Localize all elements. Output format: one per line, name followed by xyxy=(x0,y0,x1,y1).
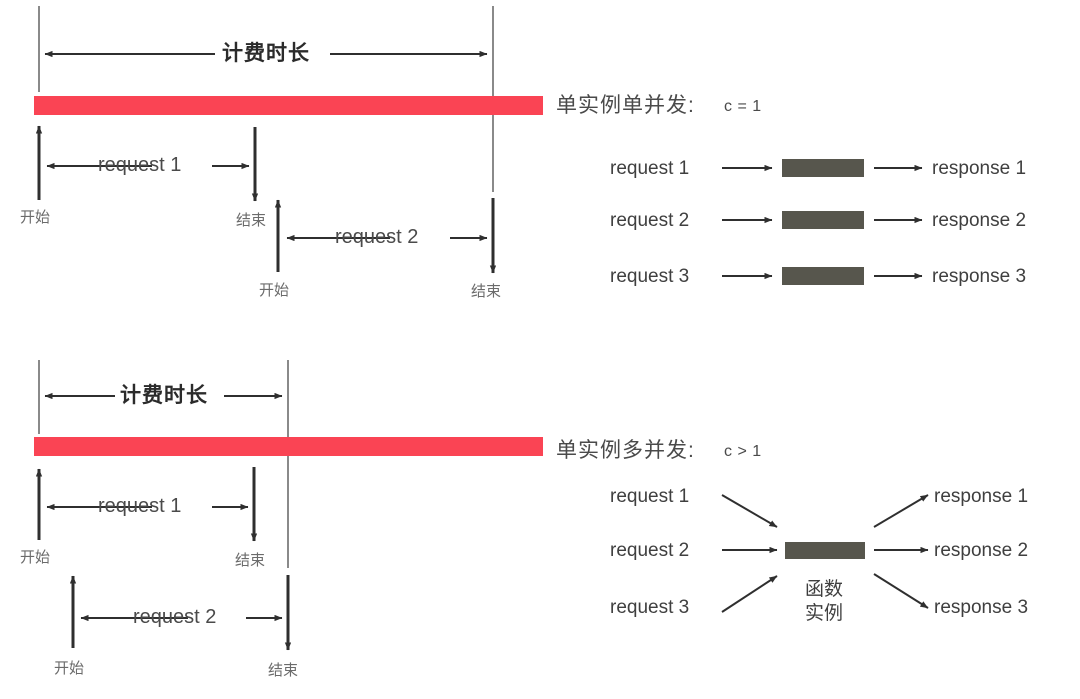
bottom-flow-request-3: request 3 xyxy=(610,597,690,618)
bottom-request2-label: request 2 xyxy=(133,606,217,628)
bottom-request1-start-label: 开始 xyxy=(20,549,51,566)
bottom-flow-request-2: request 2 xyxy=(610,540,690,561)
bottom-section-formula: c > 1 xyxy=(724,443,762,460)
bottom-request1-label: request 1 xyxy=(98,495,182,517)
bottom-request2-start-label: 开始 xyxy=(54,660,85,677)
billing-duration-bar-top xyxy=(34,96,543,115)
bottom-flow-request-1: request 1 xyxy=(610,486,690,507)
billing-duration-label-top: 计费时长 xyxy=(222,42,310,65)
top-request1-start-label: 开始 xyxy=(20,209,51,226)
top-request2-start-label: 开始 xyxy=(259,282,290,299)
bottom-request1-end-label: 结束 xyxy=(235,552,266,569)
top-section-title: 单实例单并发: xyxy=(556,94,695,117)
top-flow-request-2: request 2 xyxy=(610,210,690,231)
top-request2-end-label: 结束 xyxy=(471,283,502,300)
billing-duration-bar-bottom xyxy=(34,437,543,456)
billing-duration-label-bottom: 计费时长 xyxy=(120,384,208,407)
top-instance-box-2 xyxy=(782,211,864,229)
top-instance-box-3 xyxy=(782,267,864,285)
top-flow-response-1: response 1 xyxy=(932,158,1027,179)
bottom-request2-end-label: 结束 xyxy=(268,662,299,679)
bottom-flow-response-3: response 3 xyxy=(934,597,1029,618)
bottom-section-title: 单实例多并发: xyxy=(556,439,695,462)
bottom-instance-box xyxy=(785,542,865,559)
bottom-flow-response-1: response 1 xyxy=(934,486,1029,507)
top-flow-request-3: request 3 xyxy=(610,266,690,287)
bottom-flow-response-2: response 2 xyxy=(934,540,1029,561)
top-request1-end-label: 结束 xyxy=(236,212,267,229)
top-section-formula: c = 1 xyxy=(724,98,762,115)
top-flow-response-2: response 2 xyxy=(932,210,1027,231)
bottom-instance-label: 函数 实例 xyxy=(805,578,843,626)
top-flow-response-3: response 3 xyxy=(932,266,1027,287)
top-instance-box-1 xyxy=(782,159,864,177)
top-request2-label: request 2 xyxy=(335,226,419,248)
top-flow-request-1: request 1 xyxy=(610,158,690,179)
top-request1-label: request 1 xyxy=(98,154,182,176)
bottom-instance-label-line2: 实例 xyxy=(805,602,844,624)
bottom-instance-label-line1: 函数 xyxy=(805,579,844,600)
